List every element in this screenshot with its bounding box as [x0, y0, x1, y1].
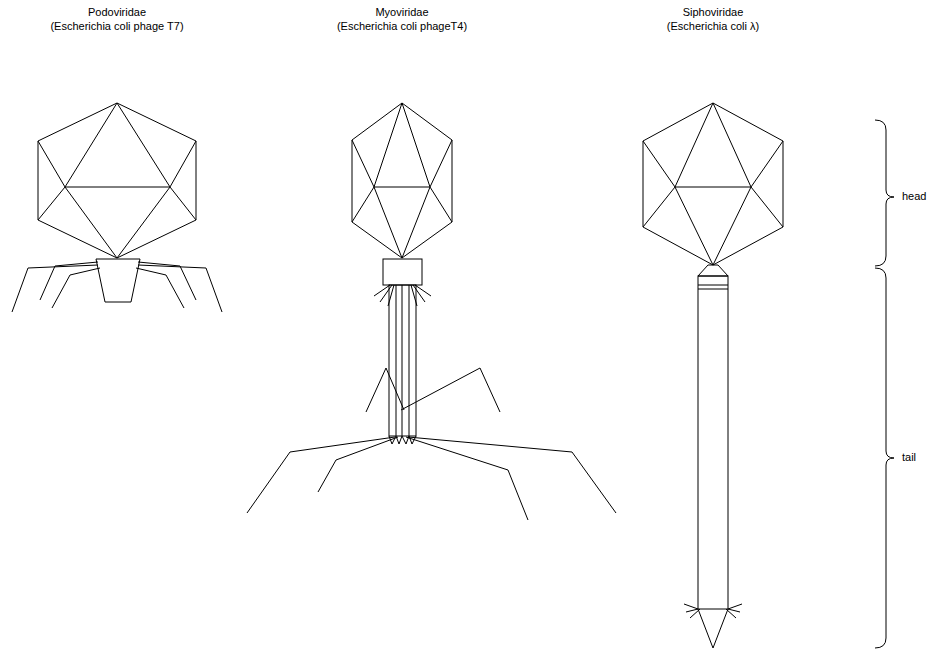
part-label: tail	[902, 451, 916, 464]
part-label: head	[902, 190, 926, 203]
species-name: (Escherichia coli λ)	[667, 20, 759, 33]
family-name: Podoviridae	[88, 6, 146, 19]
head-bracket	[875, 120, 894, 266]
species-name: (Escherichia coli phageT4)	[337, 20, 467, 33]
t4-phage	[247, 103, 616, 520]
tail-bracket	[875, 268, 894, 648]
t7-phage	[12, 103, 222, 312]
family-name: Myoviridae	[375, 6, 428, 19]
species-name: (Escherichia coli phage T7)	[50, 20, 183, 33]
family-name: Siphoviridae	[683, 6, 744, 19]
lambda-phage	[643, 103, 783, 648]
